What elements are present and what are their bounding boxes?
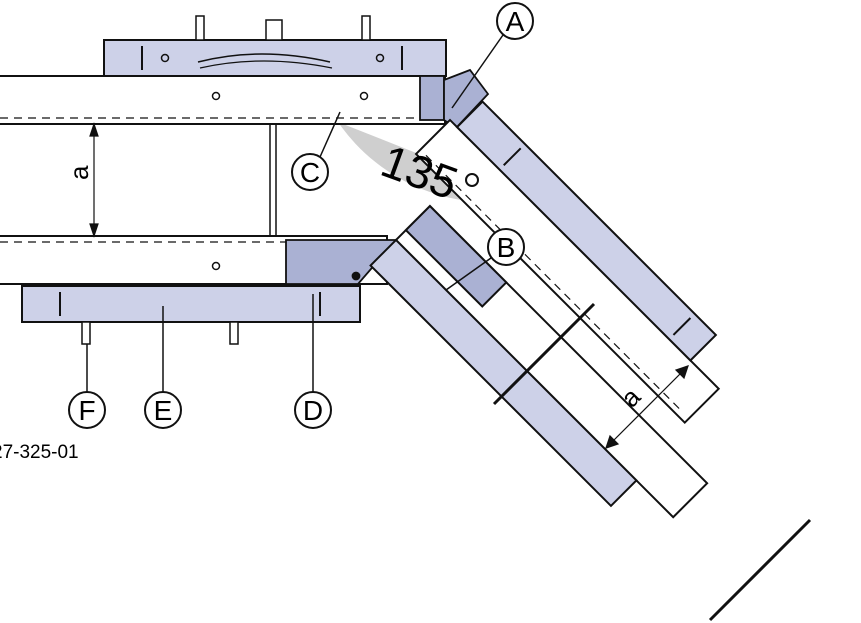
corner-filler-top	[419, 68, 490, 130]
upper-waler	[103, 15, 447, 77]
dimension-left	[89, 122, 99, 238]
inner-corner	[285, 239, 398, 285]
callout-d-label: D	[303, 395, 323, 426]
tie-rods	[492, 302, 812, 622]
upper-panel	[0, 75, 446, 125]
outer-diagonal-waler	[455, 100, 718, 362]
callout-f: F	[68, 344, 106, 429]
callout-c-label: C	[300, 157, 320, 188]
inner-diagonal-waler	[369, 238, 638, 508]
callout-a-label: A	[506, 6, 525, 37]
degree-symbol	[465, 173, 479, 187]
callout-b-label: B	[497, 232, 516, 263]
drawing-code: 27-325-01	[0, 442, 79, 463]
right-inner-panels	[369, 204, 709, 519]
callout-f-label: F	[78, 395, 95, 426]
dimension-right	[605, 365, 689, 449]
dimension-left-label: a	[64, 165, 94, 180]
callout-a: A	[451, 2, 534, 109]
lower-waler	[21, 285, 361, 345]
callout-d: D	[294, 294, 332, 429]
callout-b: B	[445, 228, 525, 291]
right-wall-panels	[414, 100, 721, 425]
callout-e-label: E	[154, 395, 173, 426]
callout-e: E	[144, 306, 182, 429]
callout-c: C	[291, 111, 341, 191]
